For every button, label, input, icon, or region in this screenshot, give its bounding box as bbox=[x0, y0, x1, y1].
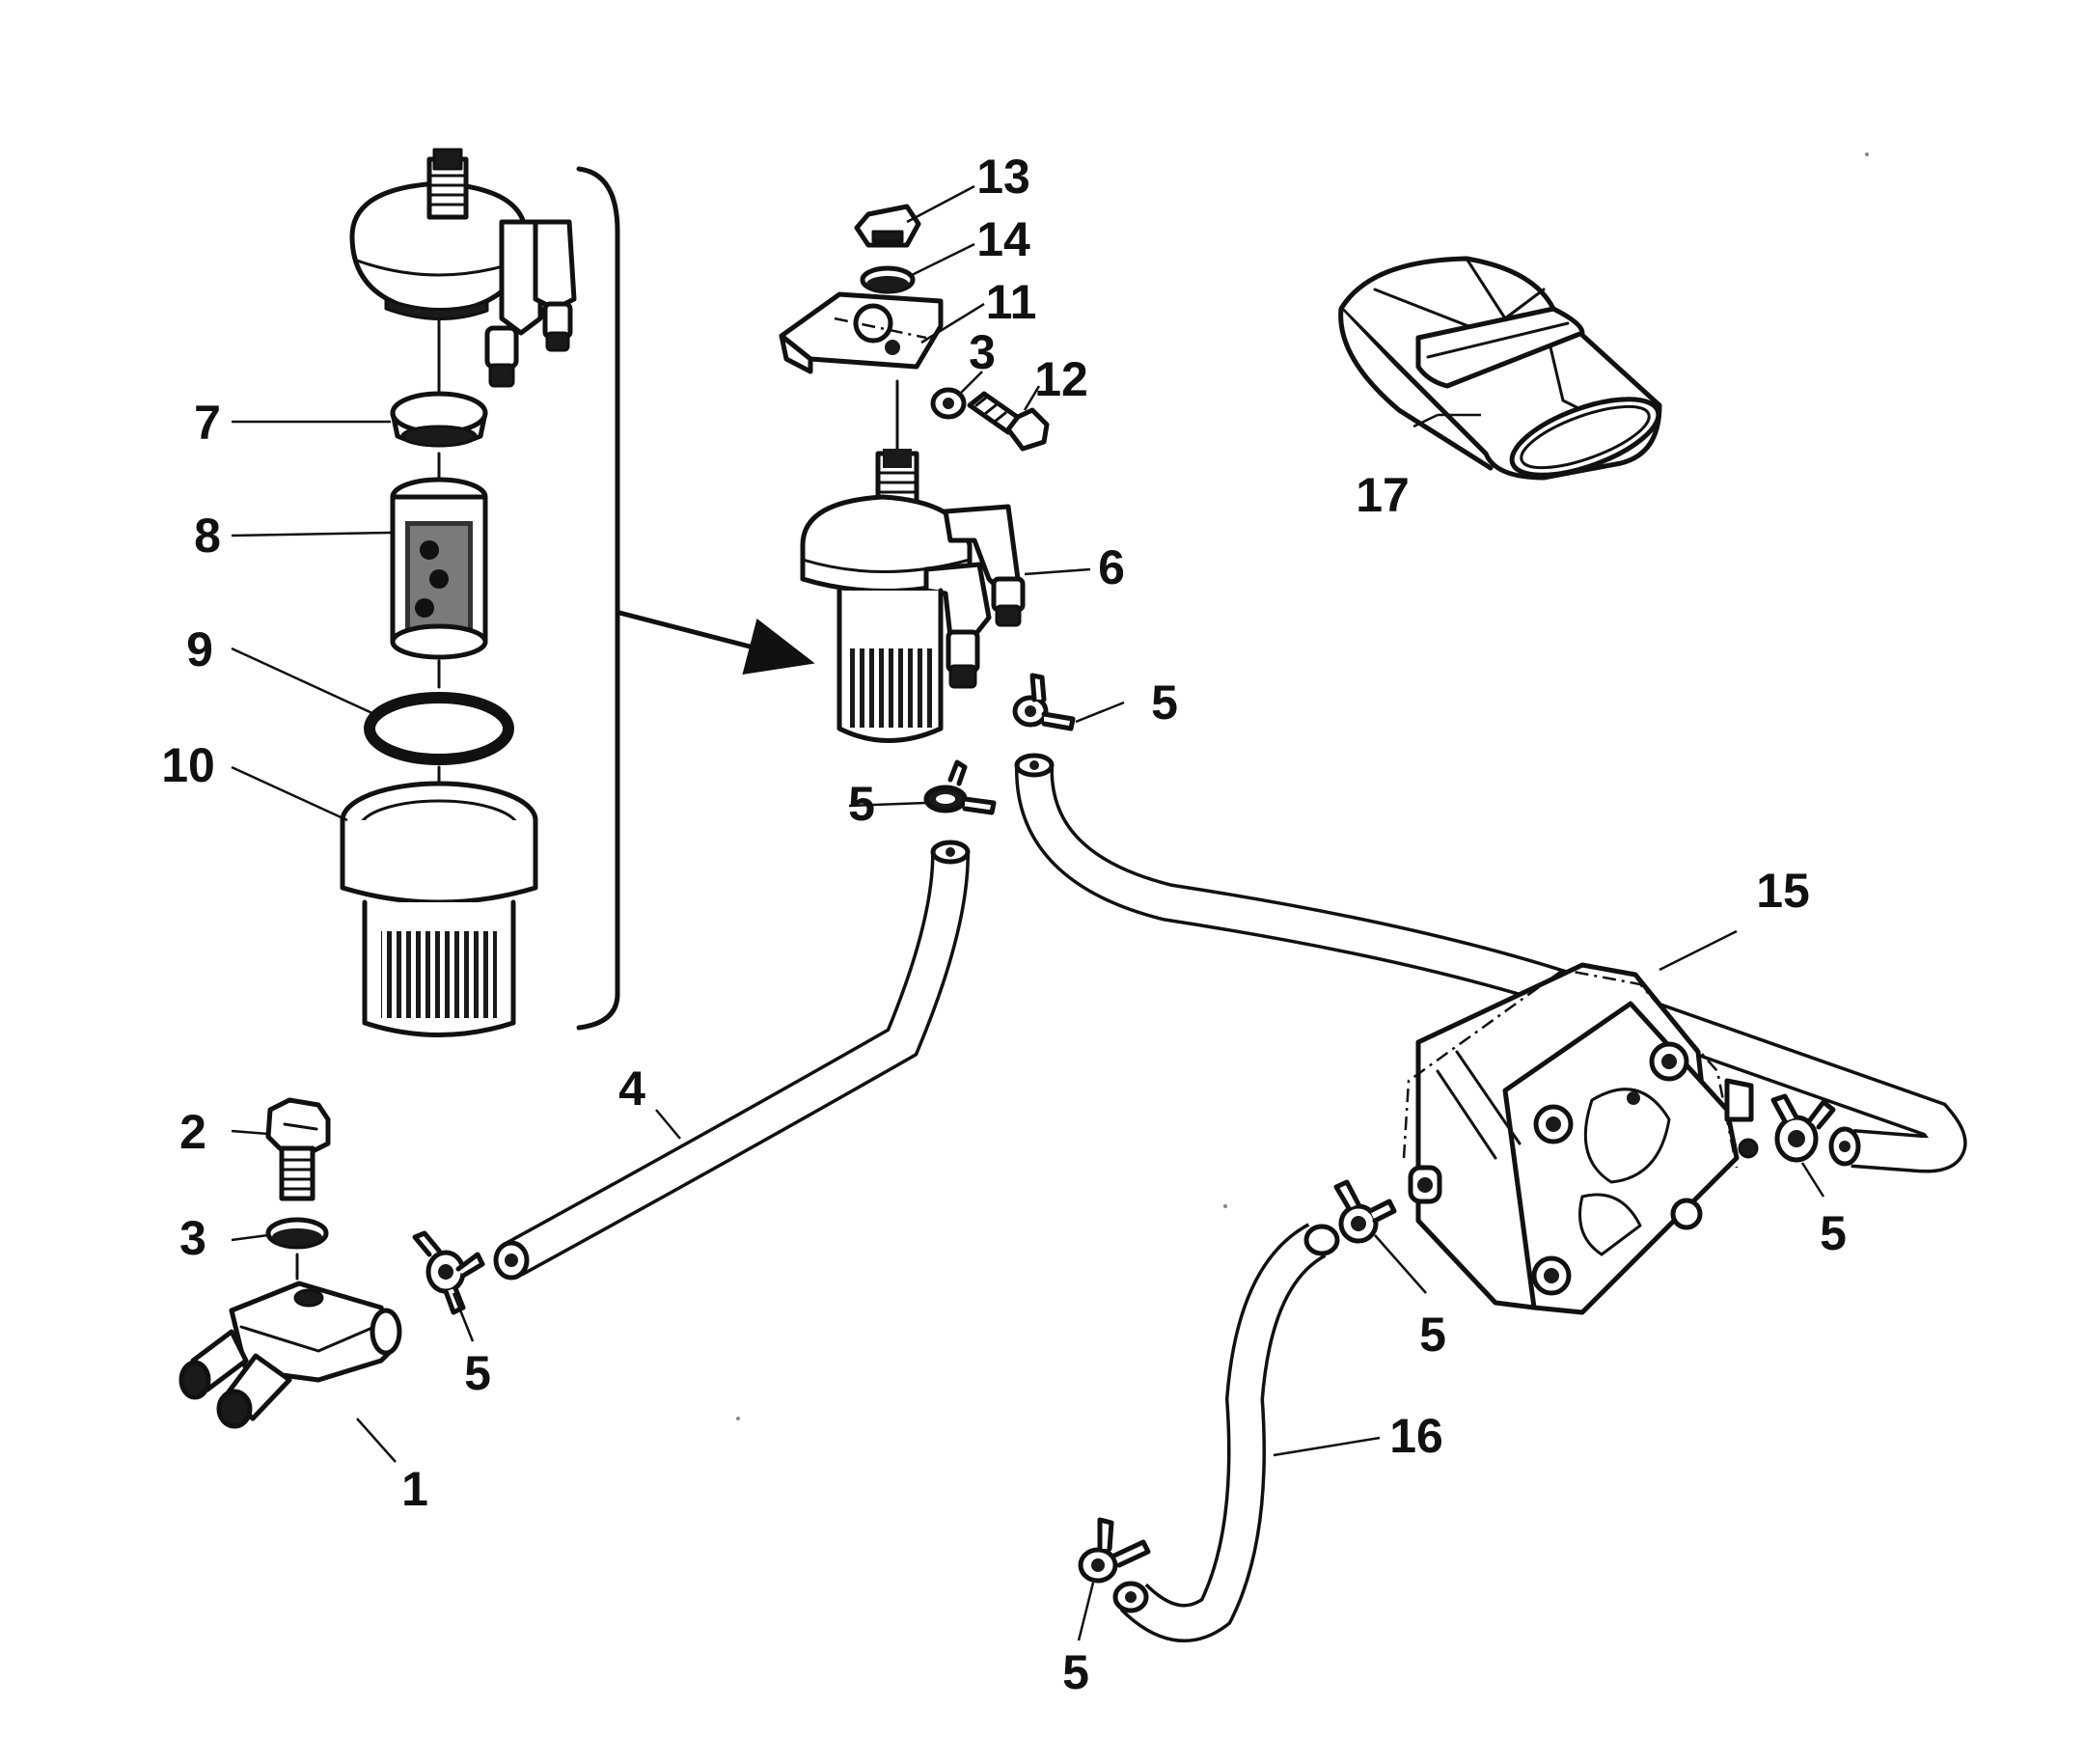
o-ring-part-9 bbox=[364, 692, 514, 765]
callout-3: 3 bbox=[969, 325, 996, 379]
callout-9: 9 bbox=[186, 622, 213, 676]
clamp-left-lower bbox=[412, 1230, 485, 1315]
fuel-filter-icon bbox=[779, 204, 1050, 743]
washer-part-14 bbox=[860, 265, 916, 294]
callout-3: 3 bbox=[179, 1211, 206, 1265]
callout-15: 15 bbox=[1756, 864, 1810, 918]
filter-bowl-part-10 bbox=[340, 781, 538, 1037]
filter-screen-part-8 bbox=[390, 477, 488, 660]
callout-7: 7 bbox=[194, 396, 221, 450]
callout-1: 1 bbox=[401, 1462, 428, 1516]
bolt-part-12 bbox=[967, 391, 1050, 452]
callout-4: 4 bbox=[618, 1061, 645, 1116]
filter-exploded-icon bbox=[340, 148, 815, 1037]
callout-5: 5 bbox=[1062, 1645, 1089, 1699]
fuel-pump-icon bbox=[1402, 962, 1759, 1315]
callout-16: 16 bbox=[1389, 1409, 1443, 1463]
callout-17: 17 bbox=[1356, 468, 1410, 522]
clamp-pump-outlet bbox=[1770, 1093, 1836, 1163]
clamp-pump-inlet bbox=[1333, 1179, 1397, 1244]
callout-14: 14 bbox=[976, 212, 1030, 266]
callout-12: 12 bbox=[1034, 352, 1088, 406]
callout-8: 8 bbox=[194, 509, 221, 563]
filter-head bbox=[349, 148, 577, 388]
callout-11: 11 bbox=[986, 275, 1037, 329]
fuel-fitting-icon bbox=[178, 1097, 402, 1429]
callout-labels: 1 2 3 3 4 5 5 5 5 5 5 6 7 8 9 10 11 12 1… bbox=[161, 150, 1847, 1699]
callout-5: 5 bbox=[1151, 675, 1178, 730]
sleeve-cover-icon bbox=[1338, 256, 1662, 481]
callout-10: 10 bbox=[161, 738, 215, 792]
callout-5: 5 bbox=[464, 1346, 491, 1400]
bracket-part-11 bbox=[779, 291, 944, 374]
hose-part-16 bbox=[1112, 1223, 1340, 1642]
gasket-part-7 bbox=[390, 391, 488, 448]
hose-part-4 bbox=[493, 840, 971, 1281]
callout-5: 5 bbox=[1419, 1308, 1446, 1362]
leader-lines bbox=[231, 184, 1825, 1641]
nut-part-13 bbox=[854, 204, 921, 248]
callout-5: 5 bbox=[1820, 1206, 1847, 1260]
hose-clamp-icon bbox=[412, 673, 1836, 1584]
callout-2: 2 bbox=[179, 1105, 206, 1159]
clamp-center-left bbox=[923, 759, 997, 815]
clamp-center-right bbox=[1012, 673, 1076, 731]
clamp-hose-end bbox=[1078, 1517, 1151, 1584]
callout-6: 6 bbox=[1098, 540, 1125, 594]
callout-13: 13 bbox=[976, 150, 1030, 204]
bolt-part-2 bbox=[265, 1097, 331, 1201]
callout-5: 5 bbox=[848, 777, 875, 831]
washer-part-3-lower bbox=[265, 1217, 329, 1250]
